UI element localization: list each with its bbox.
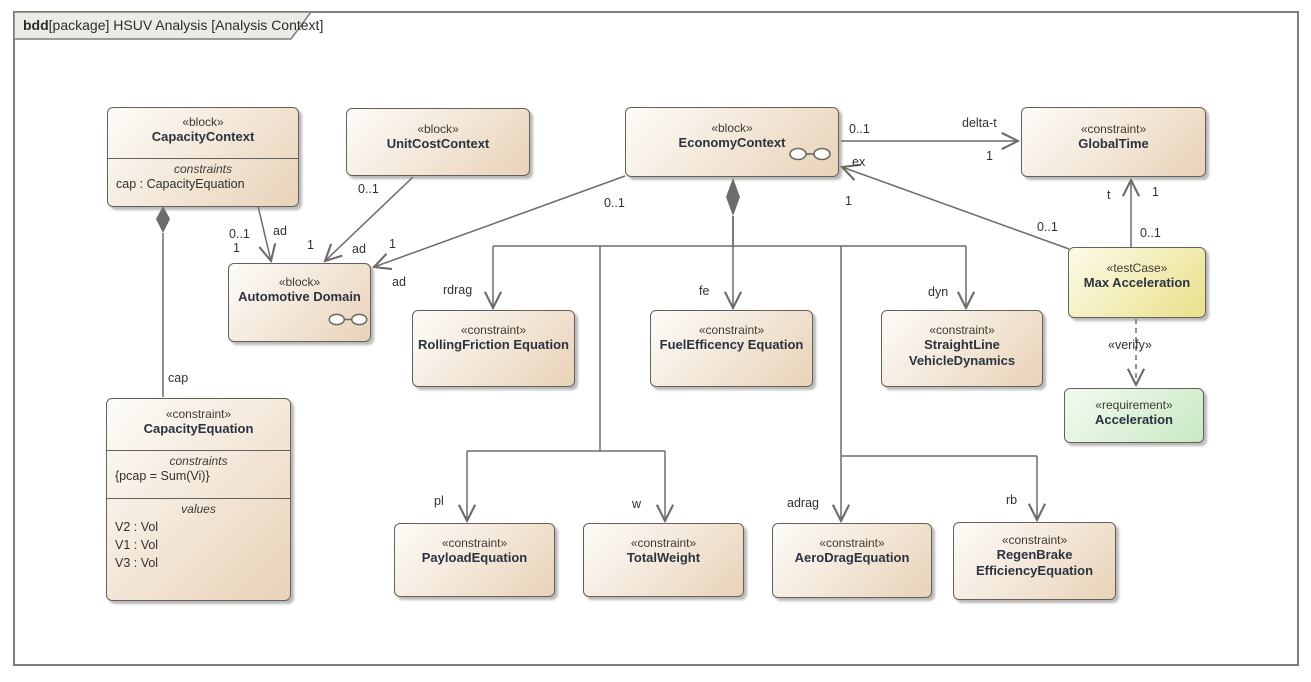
node-max-acceleration[interactable]: «testCase» Max Acceleration (1068, 247, 1206, 318)
node-fuel-efficency-equation[interactable]: «constraint» FuelEfficency Equation (650, 310, 813, 387)
multiplicity-label: 1 (845, 194, 852, 208)
role-label: ad (273, 224, 287, 238)
multiplicity-label: 1 (307, 238, 314, 252)
stereotype-label: «constraint» (1001, 533, 1068, 547)
node-name: UnitCostContext (386, 136, 490, 151)
role-label: fe (699, 284, 710, 298)
node-total-weight[interactable]: «constraint» TotalWeight (583, 523, 744, 597)
multiplicity-label: 1 (233, 241, 240, 255)
stereotype-label: «constraint» (441, 536, 508, 550)
node-rolling-friction-equation[interactable]: «constraint» RollingFriction Equation (412, 310, 575, 387)
stereotype-label: «constraint» (1080, 122, 1147, 136)
composite-structure-icon (789, 147, 831, 161)
multiplicity-label: 0..1 (1037, 220, 1058, 234)
stereotype-label: «constraint» (165, 407, 232, 421)
multiplicity-label: 0..1 (358, 182, 379, 196)
node-name: CapacityContext (151, 129, 255, 144)
node-name: FuelEfficency Equation (659, 337, 804, 352)
role-label: ad (352, 242, 366, 256)
role-label: ex (852, 155, 866, 169)
multiplicity-label: 1 (389, 237, 396, 251)
multiplicity-label: 0..1 (604, 196, 625, 210)
stereotype-label: «block» (711, 121, 753, 135)
node-name: Acceleration (1094, 412, 1174, 427)
connector-unitcost-ad[interactable] (325, 176, 414, 261)
node-name: AeroDragEquation (794, 550, 910, 565)
role-label: delta-t (962, 116, 997, 130)
stereotype-label: «block» (182, 115, 224, 129)
node-aero-drag-equation[interactable]: «constraint» AeroDragEquation (772, 523, 932, 598)
frame-keyword: bdd (23, 17, 49, 33)
composition-diamond (726, 178, 740, 216)
frame-title-tab (13, 11, 313, 40)
stereotype-label: «constraint» (698, 323, 765, 337)
connector-maxaccel-economy[interactable] (842, 167, 1070, 250)
compartment-label: values (181, 502, 216, 516)
stereotype-label: «constraint» (460, 323, 527, 337)
connector-capctx-ad[interactable] (257, 205, 271, 261)
multiplicity-label: 1 (1152, 185, 1159, 199)
role-label: w (632, 497, 642, 511)
node-unit-cost-context[interactable]: «block» UnitCostContext (346, 108, 530, 176)
constraint-expression: {pcap = Sum(Vi)} (115, 469, 210, 483)
node-name: TotalWeight (626, 550, 701, 565)
node-global-time[interactable]: «constraint» GlobalTime (1021, 107, 1206, 177)
node-payload-equation[interactable]: «constraint» PayloadEquation (394, 523, 555, 597)
role-label: ad (392, 275, 406, 289)
role-label: rb (1006, 493, 1018, 507)
stereotype-label: «verify» (1108, 338, 1152, 352)
diagram-frame (13, 11, 1299, 666)
multiplicity-label: 1 (986, 149, 993, 163)
stereotype-label: «constraint» (819, 536, 885, 550)
node-capacity-context[interactable]: «block» CapacityContext constraints cap … (107, 107, 299, 207)
value-property: V3 : Vol (115, 556, 159, 570)
role-label: rdrag (443, 283, 473, 297)
node-name: StraightLine VehicleDynamics (908, 337, 1016, 369)
role-label: adrag (787, 496, 819, 510)
stereotype-label: «constraint» (630, 536, 697, 550)
stereotype-label: «requirement» (1095, 398, 1173, 412)
node-capacity-equation[interactable]: «constraint» CapacityEquation constraint… (106, 398, 291, 601)
node-name: RollingFriction Equation (418, 337, 569, 352)
compartment-label: constraints (169, 454, 228, 468)
node-straightline-vehicledynamics[interactable]: «constraint» StraightLine VehicleDynamic… (881, 310, 1043, 387)
node-name: RegenBrake EfficiencyEquation (975, 547, 1094, 579)
value-property: V1 : Vol (115, 538, 159, 552)
value-property: V2 : Vol (115, 520, 159, 534)
node-automotive-domain[interactable]: «block» Automotive Domain (228, 263, 371, 342)
node-name: EconomyContext (678, 135, 786, 150)
composition-diamond (156, 206, 170, 233)
node-acceleration[interactable]: «requirement» Acceleration (1064, 388, 1204, 443)
multiplicity-label: 0..1 (849, 122, 870, 136)
node-name: PayloadEquation (421, 550, 528, 565)
node-name: GlobalTime (1078, 136, 1149, 151)
frame-title: bdd[package] HSUV Analysis [Analysis Con… (23, 17, 323, 33)
connector-economy-ad[interactable] (374, 175, 626, 267)
composite-structure-icon (328, 313, 368, 326)
frame-title-text: [package] HSUV Analysis [Analysis Contex… (48, 17, 324, 33)
node-economy-context[interactable]: «block» EconomyContext (625, 107, 839, 177)
role-label: t (1107, 188, 1111, 202)
stereotype-label: «testCase» (1106, 261, 1168, 275)
multiplicity-label: 0..1 (229, 227, 250, 241)
node-regen-brake-efficiency-equation[interactable]: «constraint» RegenBrake EfficiencyEquati… (953, 522, 1116, 600)
node-name: Automotive Domain (238, 289, 361, 304)
multiplicity-label: 0..1 (1140, 226, 1161, 240)
role-label: pl (434, 494, 444, 508)
stereotype-label: «constraint» (929, 323, 995, 337)
node-name: CapacityEquation (143, 421, 254, 436)
role-label: cap (168, 371, 189, 385)
compartment-label: constraints (173, 162, 233, 176)
constraint-property: cap : CapacityEquation (116, 177, 245, 191)
role-label: dyn (928, 285, 949, 299)
node-name: Max Acceleration (1083, 275, 1191, 290)
stereotype-label: «block» (417, 122, 459, 136)
stereotype-label: «block» (278, 275, 321, 289)
